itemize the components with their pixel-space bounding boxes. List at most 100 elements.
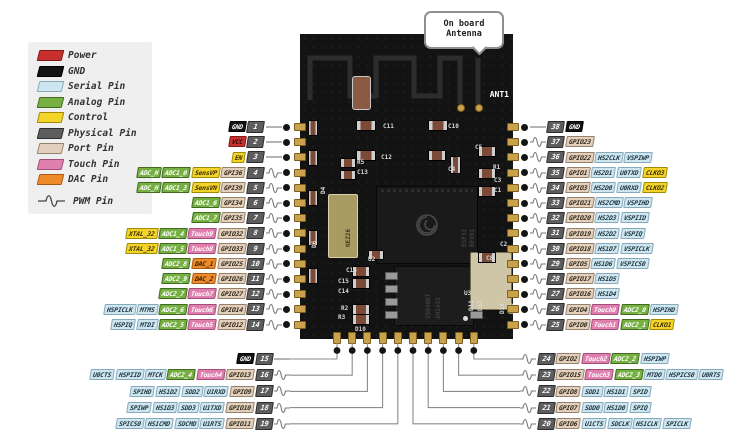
legend-label: Touch Pin xyxy=(68,158,120,170)
silkscreen-label: C1 xyxy=(494,187,502,194)
pin1-dot xyxy=(463,316,468,321)
edge-pad xyxy=(294,229,306,238)
legend-swatch xyxy=(36,112,65,124)
edge-pad xyxy=(294,259,306,268)
antenna-feed-pad xyxy=(475,104,483,112)
edge-pad xyxy=(507,168,519,177)
capacitor xyxy=(352,314,370,325)
edge-pad xyxy=(294,138,306,147)
capacitor xyxy=(368,250,384,260)
edge-pad xyxy=(507,229,519,238)
legend-label: GND xyxy=(68,65,86,77)
silkscreen-label: C5 xyxy=(475,144,483,151)
silkscreen-label: C16 xyxy=(346,267,357,274)
edge-pad xyxy=(507,259,519,268)
edge-pad xyxy=(294,168,306,177)
silkscreen-label: C3 xyxy=(494,177,502,184)
pcb-antenna-trace xyxy=(307,55,481,104)
crystal-oscillator: NEZ26 xyxy=(328,194,358,258)
callout-text: On board xyxy=(443,19,485,30)
legend-item-serial: Serial Pin xyxy=(36,79,152,95)
pwm-wave-icon xyxy=(38,192,68,211)
capacitor xyxy=(352,278,370,289)
edge-pad xyxy=(507,199,519,207)
edge-pad xyxy=(507,138,519,147)
edge-pad xyxy=(294,153,306,162)
antenna-callout: On board Antenna xyxy=(424,11,504,56)
edge-pad xyxy=(294,320,306,329)
qfn-pads xyxy=(381,189,473,192)
edge-pad xyxy=(294,275,306,283)
capacitor xyxy=(356,150,376,161)
edge-pad xyxy=(507,275,519,283)
silkscreen-label: C14 xyxy=(338,288,349,295)
capacitor xyxy=(308,268,318,284)
capacitor xyxy=(352,266,370,277)
legend-label: DAC Pin xyxy=(68,174,109,186)
edge-pad xyxy=(294,214,306,223)
edge-pad xyxy=(507,214,519,223)
legend-item-power: Power xyxy=(36,48,152,64)
capacitor xyxy=(340,158,356,168)
silkscreen-label: C10 xyxy=(448,123,459,130)
edge-pad xyxy=(507,244,519,253)
legend-item-port: Port Pin xyxy=(36,141,152,157)
silkscreen-label: C15 xyxy=(338,278,349,285)
edge-pad xyxy=(294,183,306,192)
capacitor xyxy=(356,120,376,131)
edge-pad xyxy=(507,320,519,329)
capacitor xyxy=(478,252,496,263)
legend-swatch xyxy=(36,65,65,77)
capacitor xyxy=(308,190,318,206)
legend-label: Serial Pin xyxy=(68,81,126,93)
legend-label: Physical Pin xyxy=(68,127,137,139)
capacitor xyxy=(308,230,318,246)
legend-swatch xyxy=(36,158,65,170)
capacitor xyxy=(340,170,356,180)
edge-pad xyxy=(507,305,519,314)
legend-label: PWM Pin xyxy=(73,195,114,207)
edge-pad xyxy=(507,123,519,131)
silkscreen-label: R3 xyxy=(338,314,346,321)
esp32-module-board: ANT1 NEZ26 ESP32 REV01 25Q40BT AH1433 C1… xyxy=(294,34,519,344)
capacitor xyxy=(428,150,446,161)
silkscreen-label: U2 xyxy=(368,256,376,263)
callout-text: Antenna xyxy=(446,29,482,39)
legend-swatch xyxy=(36,143,65,155)
silkscreen-label: R2 xyxy=(341,305,349,312)
silkscreen-label: D10 xyxy=(355,326,366,333)
legend-swatch xyxy=(36,127,65,139)
ant1-label: ANT1 xyxy=(489,90,509,99)
edge-pad xyxy=(294,244,306,253)
capacitor xyxy=(428,120,448,131)
silkscreen-label: C8 xyxy=(486,255,494,262)
legend-item-control: Control xyxy=(36,110,152,126)
legend-item-touch: Touch Pin xyxy=(36,157,152,173)
silkscreen-label: R1 xyxy=(493,164,501,171)
capacitor xyxy=(478,168,496,179)
legend-swatch xyxy=(36,50,65,62)
silkscreen-label: C13 xyxy=(357,169,368,176)
legend-swatch xyxy=(36,174,65,186)
capacitor xyxy=(450,156,461,174)
edge-pad xyxy=(507,290,519,299)
legend-label: Analog Pin xyxy=(68,96,126,108)
antenna-feed-pad xyxy=(457,104,465,112)
silkscreen-label: C4 xyxy=(448,166,456,173)
capacitor xyxy=(352,76,371,110)
legend-item-pwm: PWM Pin xyxy=(38,194,152,210)
silkscreen-label: R5 xyxy=(357,159,365,166)
legend-item-analog: Analog Pin xyxy=(36,95,152,111)
edge-pad xyxy=(294,123,306,131)
capacitor xyxy=(308,150,318,166)
legend-label: Control xyxy=(68,112,109,124)
edge-pad xyxy=(294,305,306,314)
legend-item-gnd: GND xyxy=(36,64,152,80)
edge-pad xyxy=(507,153,519,162)
capacitor xyxy=(478,186,496,197)
espressif-logo-icon xyxy=(416,214,438,236)
legend-item-physical: Physical Pin xyxy=(36,126,152,142)
